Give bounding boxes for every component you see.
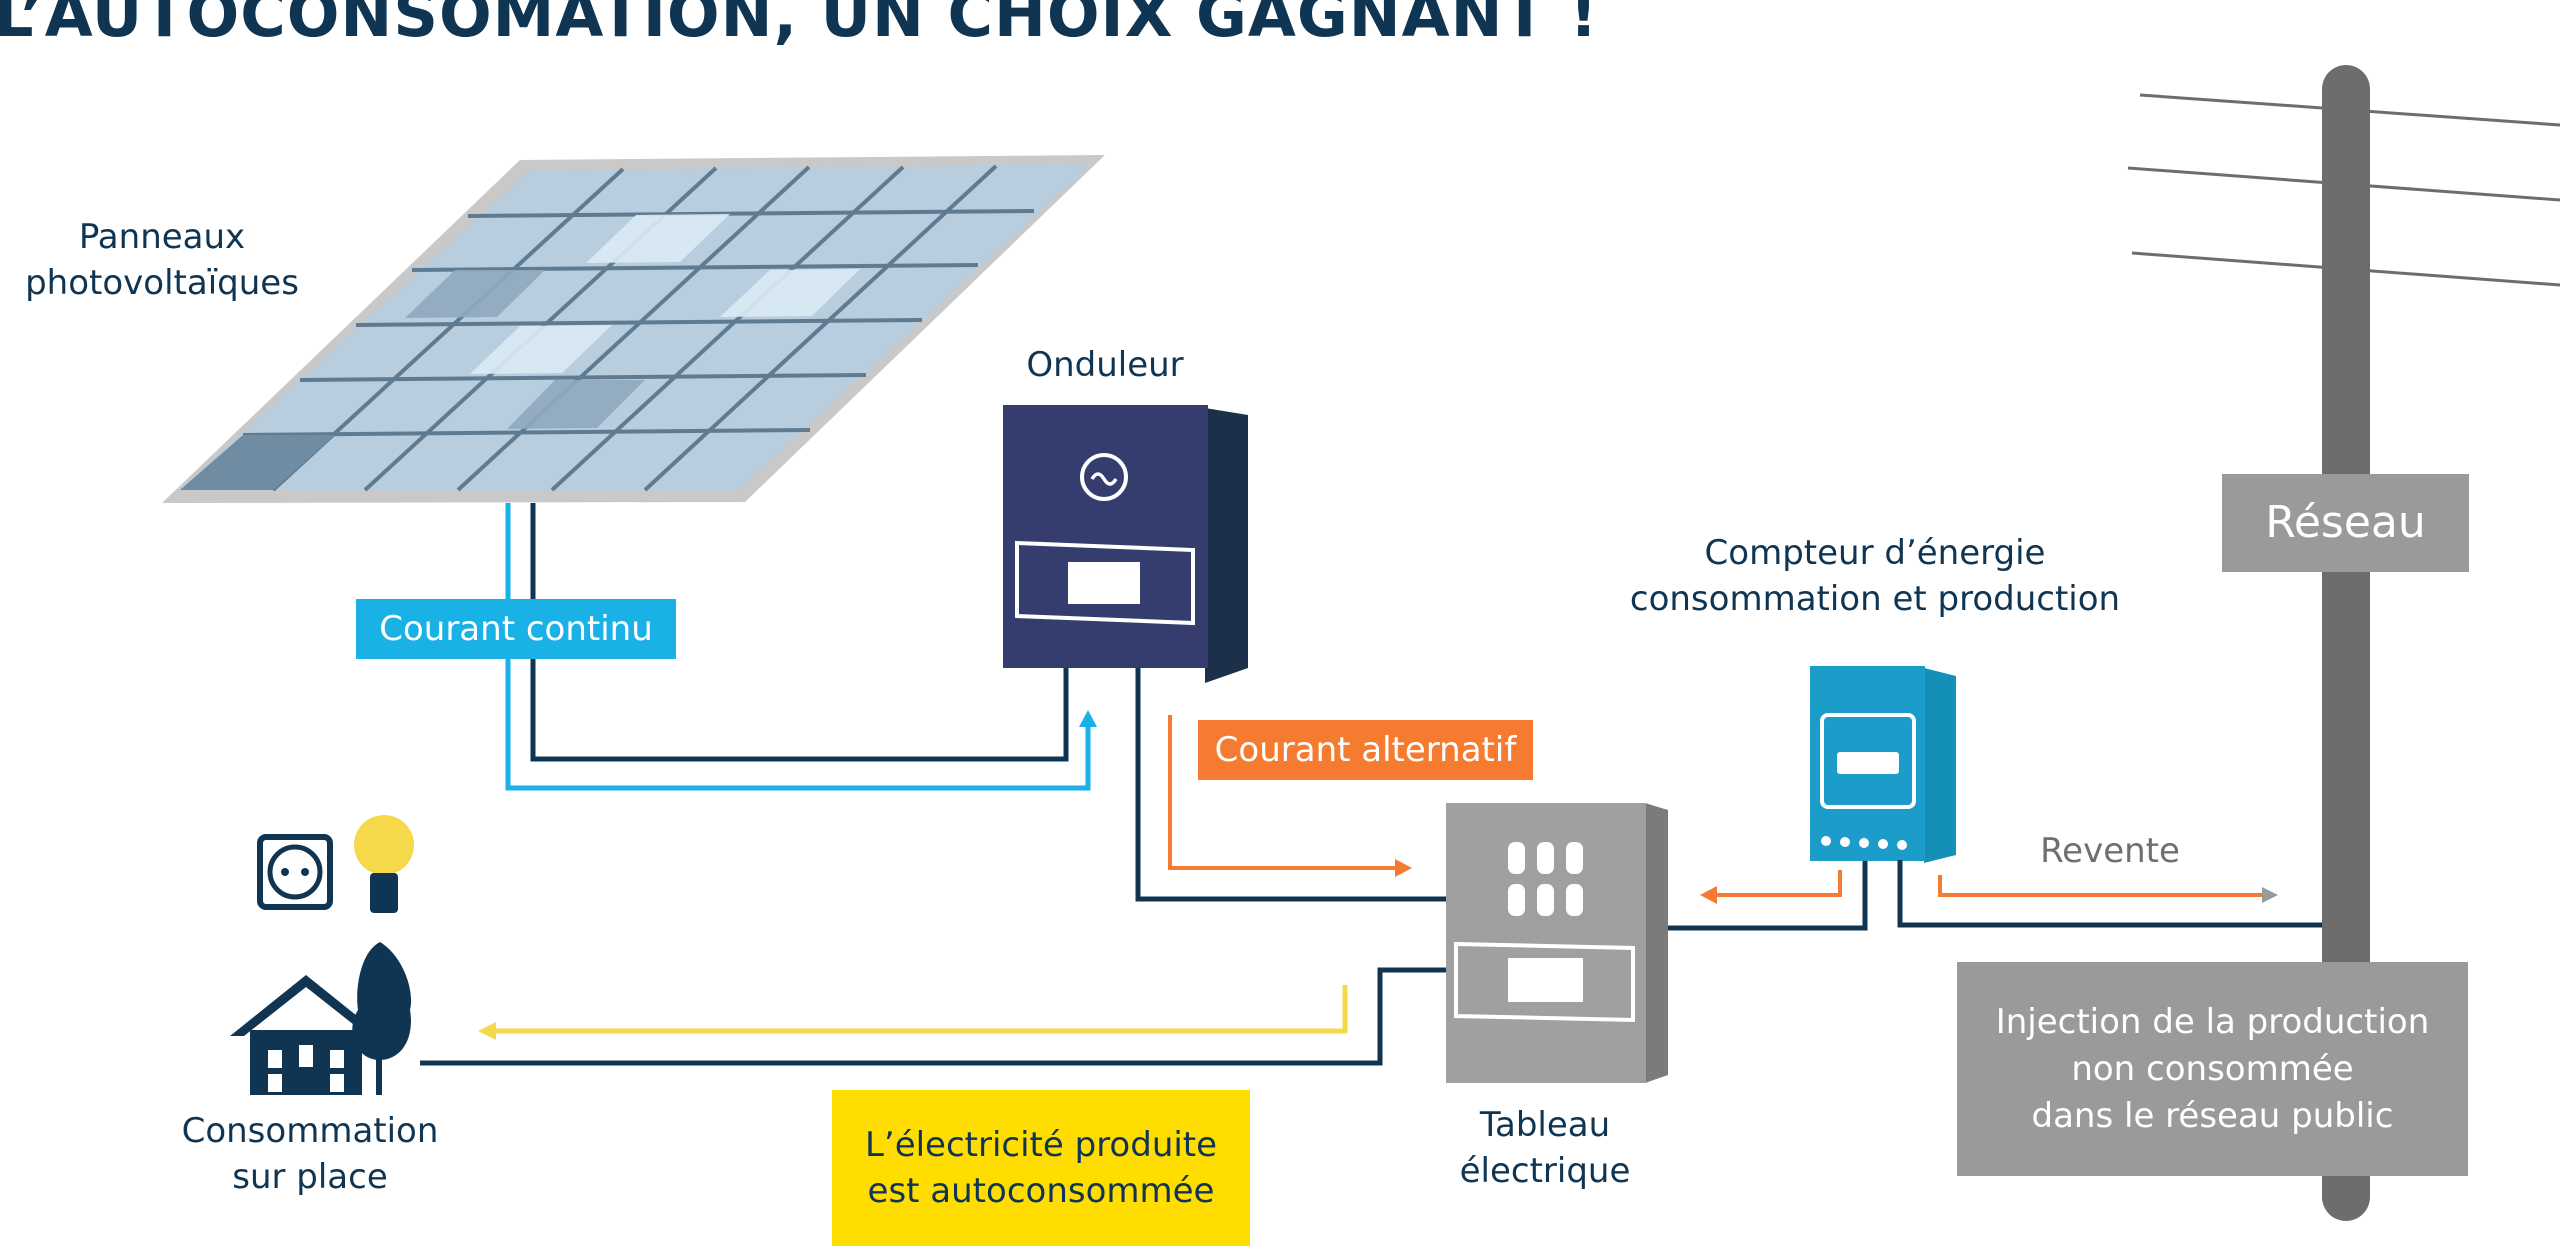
page-title: L’AUTOCONSOMATION, UN CHOIX GAGNANT !	[0, 0, 1599, 51]
injection-line-2: non consommée	[2071, 1048, 2354, 1089]
meter-to-board-flow	[1712, 870, 1842, 897]
energy-meter-icon	[1810, 666, 1956, 863]
consumption-label: Consommation sur place	[150, 1108, 470, 1200]
panel-board-label-line-1: Tableau	[1479, 1105, 1611, 1145]
power-outlet-icon	[257, 834, 333, 910]
grid-tag: Réseau	[2222, 474, 2469, 572]
board-to-house-cable	[420, 967, 1446, 1066]
panels-label-line-2: photovoltaïques	[25, 263, 299, 303]
resale-label: Revente	[2040, 831, 2180, 871]
resale-flow-line	[1938, 875, 2264, 897]
meter-to-board-arrowhead	[1700, 886, 1717, 904]
light-bulb-icon	[354, 815, 414, 913]
panels-label-line-1: Panneaux	[78, 217, 246, 257]
inverter-label: Onduleur	[1026, 345, 1184, 385]
ac-tag: Courant alternatif	[1198, 720, 1533, 780]
injection-line-1: Injection de la production	[1995, 1001, 2430, 1042]
electrical-panel-icon	[1446, 803, 1668, 1083]
dc-arrowhead	[1079, 710, 1097, 727]
ac-navy-cable	[1135, 668, 1448, 902]
meter-to-board-cable	[1668, 858, 1868, 931]
self-consumed-line-2: est autoconsommée	[867, 1171, 1215, 1211]
injection-box: Injection de la production non consommée…	[1957, 962, 2468, 1176]
ac-arrowhead	[1395, 859, 1412, 877]
dc-tag: Courant continu	[356, 599, 676, 659]
ac-flow-line	[1168, 715, 1400, 870]
consumption-label-line-1: Consommation	[181, 1111, 439, 1151]
panel-board-label-line-2: électrique	[1459, 1151, 1631, 1191]
tree-icon	[352, 942, 412, 1095]
consumption-label-line-2: sur place	[232, 1157, 388, 1197]
meter-label-line-1: Compteur d’énergie	[1704, 533, 2046, 573]
utility-pole-icon	[2127, 65, 2560, 1221]
inverter-icon	[1003, 405, 1248, 683]
solar-panel-icon	[162, 155, 1105, 503]
meter-label-line-2: consommation et production	[1629, 579, 2121, 619]
meter-to-grid-cable	[1897, 860, 2322, 928]
injection-line-3: dans le réseau public	[2031, 1095, 2394, 1136]
resale-arrowhead	[2262, 887, 2278, 903]
panel-board-label: Tableau électrique	[1420, 1102, 1670, 1194]
self-consumed-line-1: L’électricité produite	[864, 1125, 1218, 1165]
meter-label: Compteur d’énergie consommation et produ…	[1600, 530, 2150, 622]
panels-label: Panneaux photovoltaïques	[12, 214, 312, 306]
self-consumption-arrowhead	[478, 1022, 496, 1040]
self-consumption-flow	[495, 985, 1348, 1034]
self-consumed-box: L’électricité produite est autoconsommée	[832, 1090, 1250, 1246]
